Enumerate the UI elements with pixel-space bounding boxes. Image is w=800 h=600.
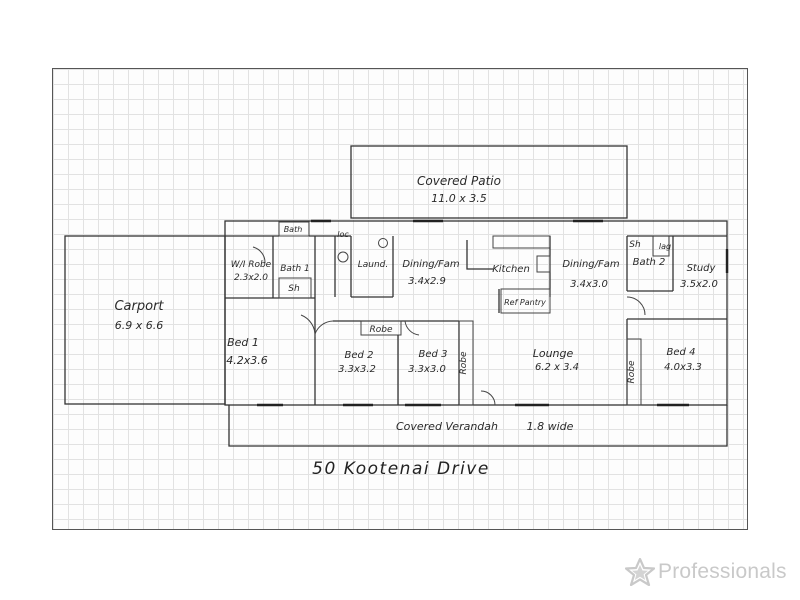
bed1-size: 4.2x3.6 xyxy=(226,354,268,367)
carport-name: Carport xyxy=(114,299,164,314)
covered-patio-name: Covered Patio xyxy=(417,174,501,188)
verandah-size: 1.8 wide xyxy=(527,420,574,433)
ref-pantry-label: Ref Pantry xyxy=(504,298,546,307)
bed4-name: Bed 4 xyxy=(667,347,696,358)
bed3-size: 3.3x3.0 xyxy=(408,364,446,375)
covered-patio-size: 11.0 x 3.5 xyxy=(431,192,487,205)
robe-cupboard xyxy=(458,320,474,406)
brand-name: Professionals xyxy=(658,560,787,583)
bed3-name: Bed 3 xyxy=(419,349,448,360)
study-size: 3.5x2.0 xyxy=(680,279,718,290)
laundry-label: Laund. xyxy=(358,260,389,270)
bath2-label: Bath 2 xyxy=(633,257,666,268)
bed4-size: 4.0x3.3 xyxy=(664,362,702,373)
floor-plan-sheet: Covered Patio 11.0 x 3.5 Carport 6.9 x 6… xyxy=(52,68,786,586)
bed2-name: Bed 2 xyxy=(345,350,374,361)
tub-fixture xyxy=(378,238,388,248)
robe-cupboard xyxy=(626,338,642,406)
lounge-size: 6.2 x 3.4 xyxy=(535,362,579,373)
patio-outline xyxy=(350,145,628,219)
carport-size: 6.9 x 6.6 xyxy=(115,319,164,332)
robe3-label: Robe xyxy=(627,360,637,383)
bath-label: Bath xyxy=(284,225,303,234)
kitchen-sink xyxy=(492,235,551,249)
robe2-label: Robe xyxy=(459,351,469,374)
door-swing xyxy=(626,296,646,316)
bed2-size: 3.3x3.2 xyxy=(338,364,376,375)
brand-logo: Professionals xyxy=(625,558,787,586)
house-outline xyxy=(224,220,728,406)
bed1-name: Bed 1 xyxy=(227,336,259,349)
kitchen-label: Kitchen xyxy=(492,264,530,275)
verandah-name: Covered Verandah xyxy=(396,420,498,433)
door-swing xyxy=(314,320,334,335)
robe1-label: Robe xyxy=(369,325,392,335)
door-swing xyxy=(404,320,420,336)
loc-label: loc xyxy=(337,230,349,239)
door-swing xyxy=(252,246,266,264)
star-logo-icon xyxy=(625,558,655,586)
wir-name: W/I Robe xyxy=(231,260,272,270)
dining1-size: 3.4x2.9 xyxy=(408,276,446,287)
door-swing xyxy=(300,314,316,338)
dining2-name: Dining/Fam xyxy=(562,259,620,270)
door-swing xyxy=(480,390,496,406)
sh1-label: Sh xyxy=(288,284,300,294)
wc-label: lag xyxy=(659,242,671,251)
lounge-name: Lounge xyxy=(533,347,574,360)
robe-cupboard xyxy=(360,320,402,336)
dining2-size: 3.4x3.0 xyxy=(570,279,608,290)
bath-tub xyxy=(278,221,310,237)
ref-pantry xyxy=(500,288,551,314)
sh2-label: Sh xyxy=(629,240,641,250)
wir-size: 2.3x2.0 xyxy=(234,273,268,283)
floor-plan: Covered Patio 11.0 x 3.5 Carport 6.9 x 6… xyxy=(64,145,729,447)
verandah-outline xyxy=(228,405,728,447)
toilet-fixture xyxy=(337,251,349,263)
bath1-label: Bath 1 xyxy=(280,264,310,274)
study-name: Study xyxy=(687,263,717,274)
dining1-name: Dining/Fam xyxy=(402,259,460,270)
shower xyxy=(278,277,312,299)
kitchen-bench xyxy=(466,240,493,270)
toilet-fixture xyxy=(652,235,670,257)
cooktop xyxy=(536,255,551,273)
address-caption: 50 Kootenai Drive xyxy=(312,459,490,479)
